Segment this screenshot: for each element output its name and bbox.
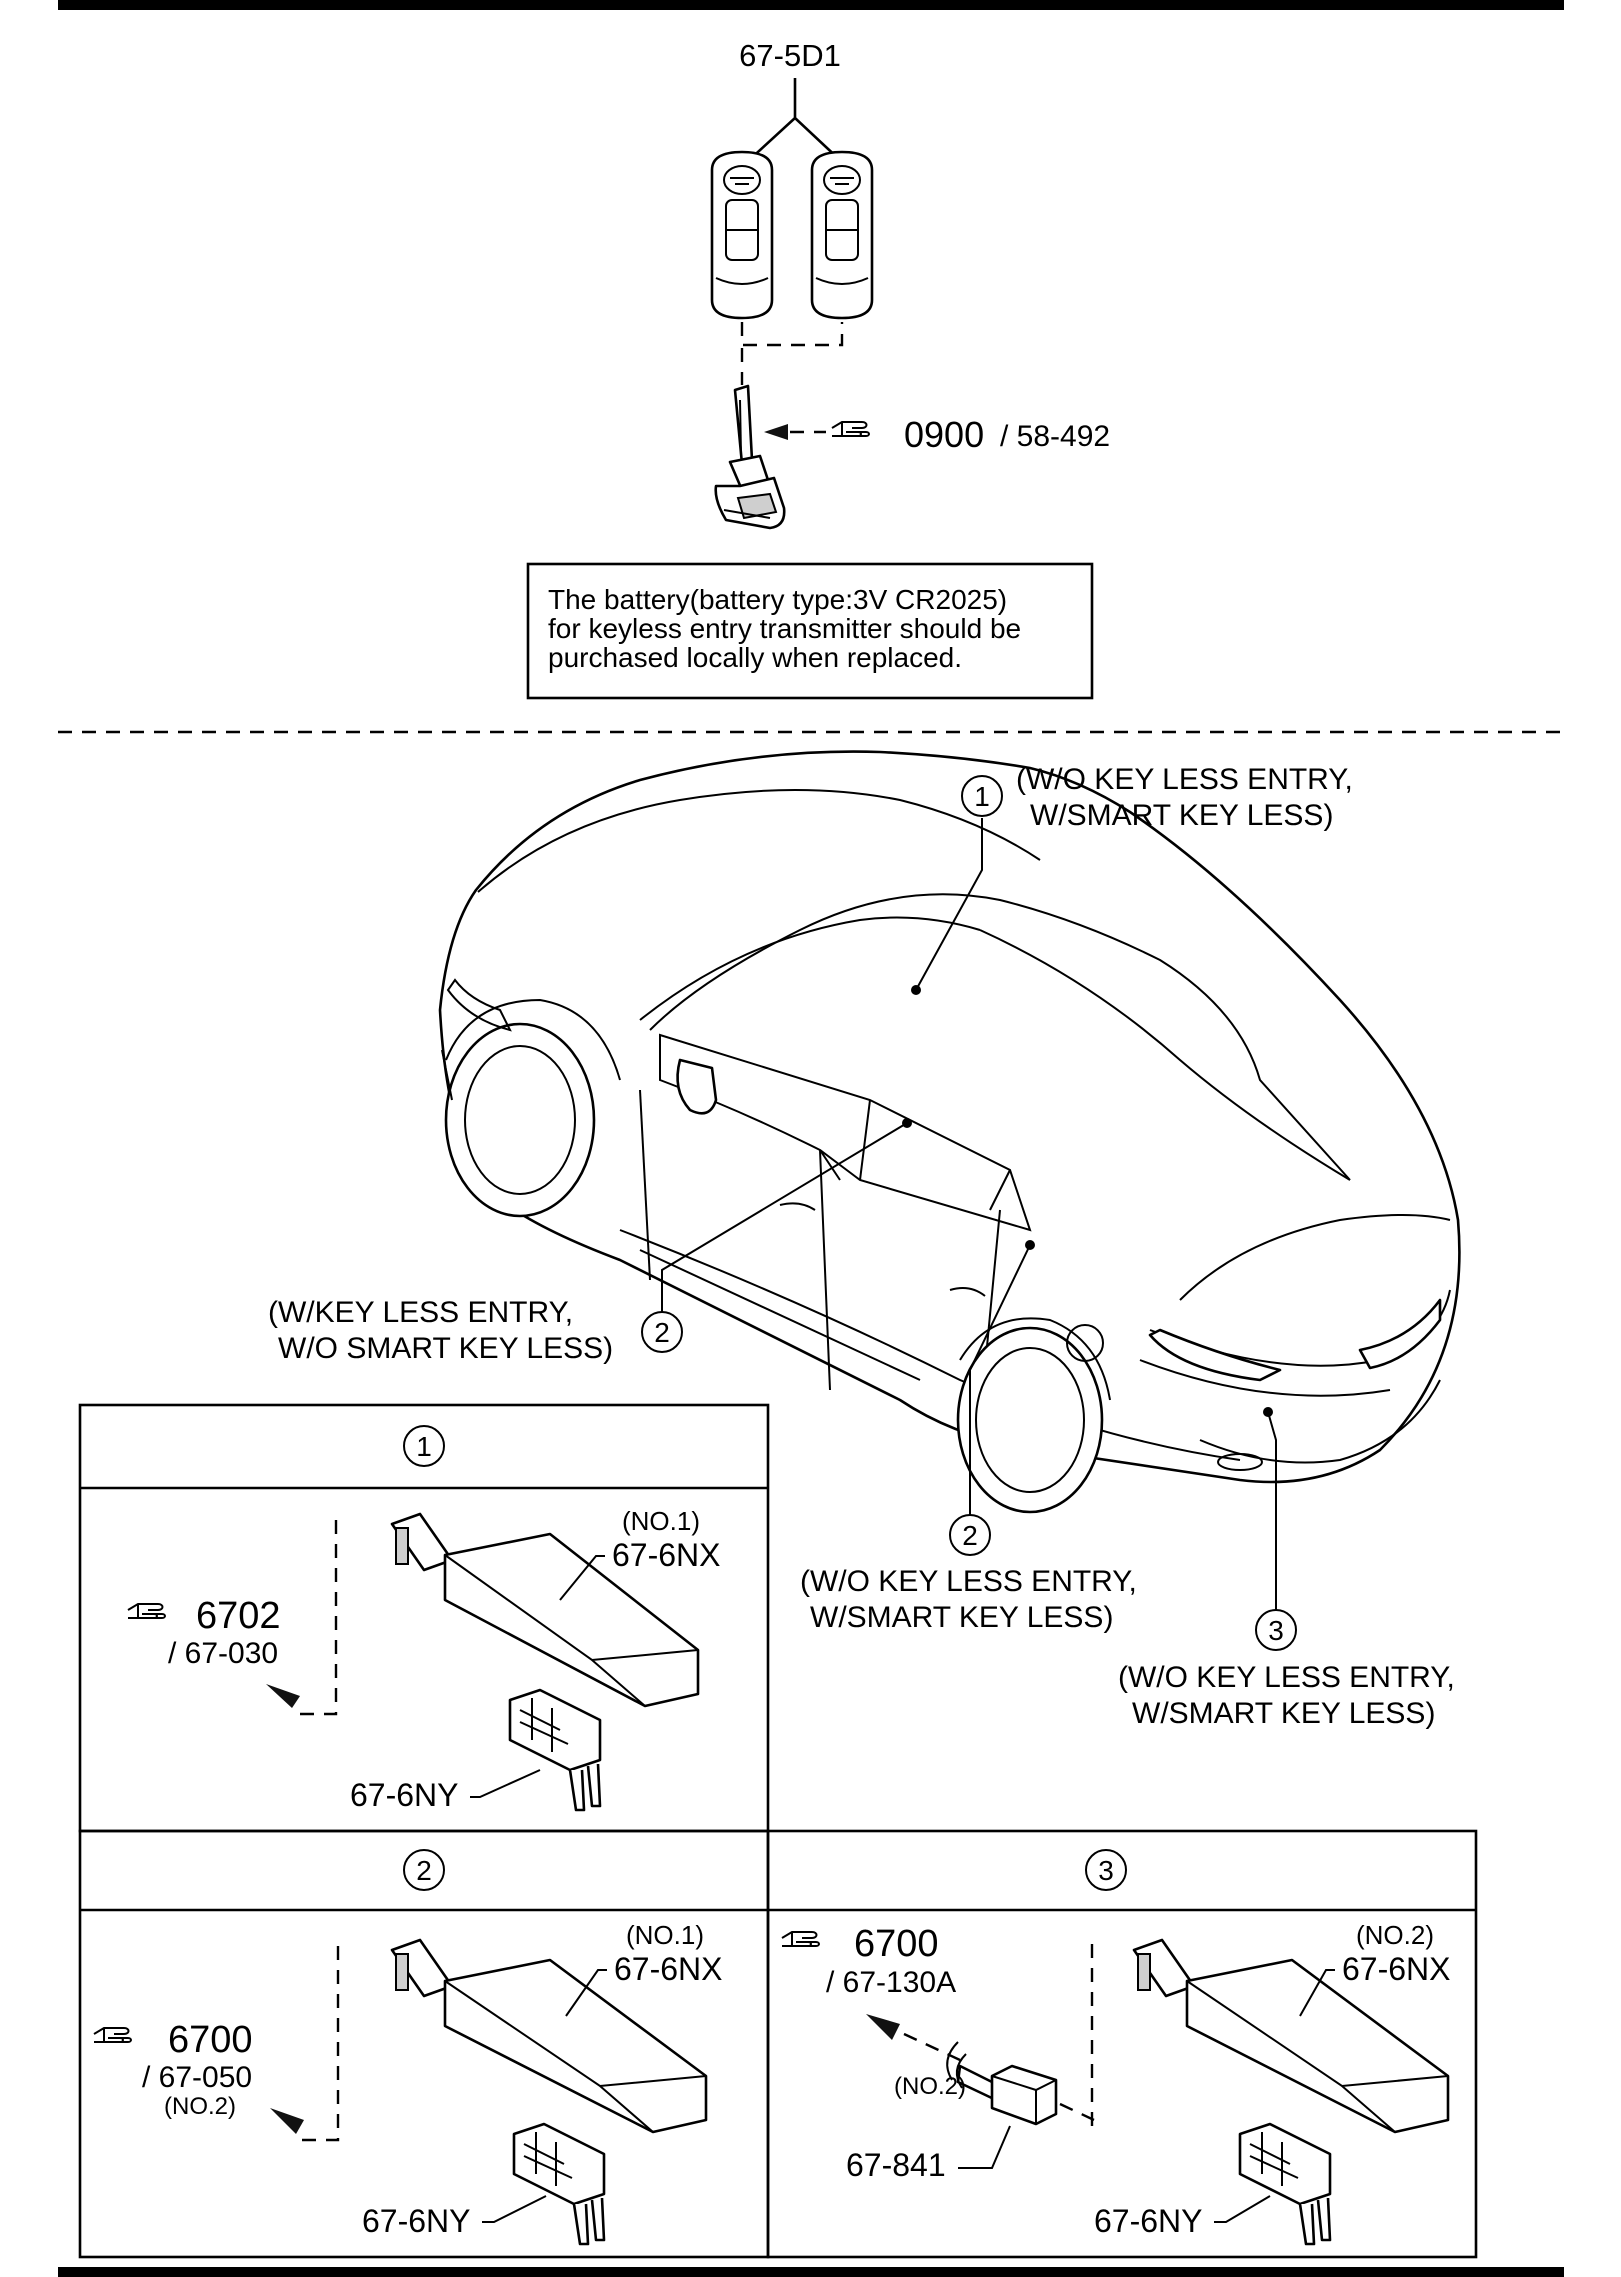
box1-antenna-part: 67-6NX [612, 1537, 721, 1573]
callout-1-line2: W/SMART KEY LESS) [1030, 799, 1333, 832]
key-ref: 0900 / 58-492 [831, 414, 1110, 455]
detail-box-2: 2 6700 / 67-050 (NO.2) (NO.1) 67-6NX 67-… [78, 1829, 770, 2259]
key-fob-right [810, 150, 874, 320]
box3-connector-qty: (NO.2) [894, 2073, 966, 2100]
battery-note-line3: purchased locally when replaced. [548, 642, 962, 673]
bottom-border [58, 2267, 1564, 2277]
detail-box-3: 3 6700 / 67-130A (NO.2) 67-841 (NO.2) 67… [766, 1829, 1478, 2259]
box2-ref-qty: (NO.2) [164, 2093, 236, 2120]
callout-2b-number: 2 [962, 1520, 978, 1551]
callout-1-number: 1 [974, 781, 990, 812]
callout-1: 1 (W/O KEY LESS ENTRY, W/SMART KEY LESS) [915, 763, 1353, 991]
callout-1-line1: (W/O KEY LESS ENTRY, [1016, 763, 1353, 796]
box2-ref-number: 6700 [168, 2019, 253, 2061]
hand-pointer-icon [831, 421, 870, 437]
callout-2a-number: 2 [654, 1317, 670, 1348]
emergency-key [714, 384, 786, 530]
car-illustration [438, 750, 1461, 1514]
box2-header: 2 [416, 1855, 432, 1886]
key-section: 67-5D1 [526, 38, 1110, 700]
callout-2b-line1: (W/O KEY LESS ENTRY, [800, 1565, 1137, 1598]
callout-3: 3 (W/O KEY LESS ENTRY, W/SMART KEY LESS) [1118, 1411, 1455, 1730]
box3-bracket-part: 67-6NY [1094, 2203, 1203, 2239]
box1-header: 1 [416, 1431, 432, 1462]
battery-note-box [526, 562, 1094, 700]
box3-header: 3 [1098, 1855, 1114, 1886]
callout-3-line1: (W/O KEY LESS ENTRY, [1118, 1661, 1455, 1694]
box3-ref-number: 6700 [854, 1923, 939, 1965]
callout-3-line2: W/SMART KEY LESS) [1132, 1697, 1435, 1730]
callout-2a: 2 (W/KEY LESS ENTRY, W/O SMART KEY LESS) [268, 1122, 908, 1365]
box1-antenna-qty: (NO.1) [622, 1506, 700, 1536]
box1-ref-sub: / 67-030 [168, 1637, 278, 1670]
box2-ref-sub: / 67-050 [142, 2061, 252, 2094]
battery-note-line1: The battery(battery type:3V CR2025) [548, 584, 1007, 615]
callout-2b: 2 (W/O KEY LESS ENTRY, W/SMART KEY LESS) [800, 1244, 1137, 1634]
hand-pointer-icon [781, 1931, 820, 1947]
key-ref-number: 0900 [904, 414, 984, 455]
detail-box-1: 1 6702 / 67-030 (NO.1) 67-6NX 67-6NY [78, 1403, 770, 1833]
box2-antenna-qty: (NO.1) [626, 1920, 704, 1950]
box2-bracket-part: 67-6NY [362, 2203, 471, 2239]
callout-2b-line2: W/SMART KEY LESS) [810, 1601, 1113, 1634]
callout-3-number: 3 [1268, 1615, 1284, 1646]
key-ref-sub: / 58-492 [1000, 420, 1110, 453]
hand-pointer-icon [93, 2027, 132, 2043]
box3-antenna-part: 67-6NX [1342, 1951, 1451, 1987]
box2-antenna-part: 67-6NX [614, 1951, 723, 1987]
callout-2a-line2: W/O SMART KEY LESS) [278, 1332, 613, 1365]
hand-pointer-icon [127, 1603, 166, 1619]
box1-ref-number: 6702 [196, 1595, 281, 1637]
top-border [58, 0, 1564, 10]
key-fob-left [710, 150, 774, 320]
box3-ref-sub: / 67-130A [826, 1966, 956, 1999]
battery-note-line2: for keyless entry transmitter should be [548, 613, 1021, 644]
key-part-number: 67-5D1 [739, 38, 841, 73]
box3-connector-part: 67-841 [846, 2147, 946, 2183]
box1-bracket-part: 67-6NY [350, 1777, 459, 1813]
callout-2a-line1: (W/KEY LESS ENTRY, [268, 1296, 573, 1329]
box3-antenna-qty: (NO.2) [1356, 1920, 1434, 1950]
